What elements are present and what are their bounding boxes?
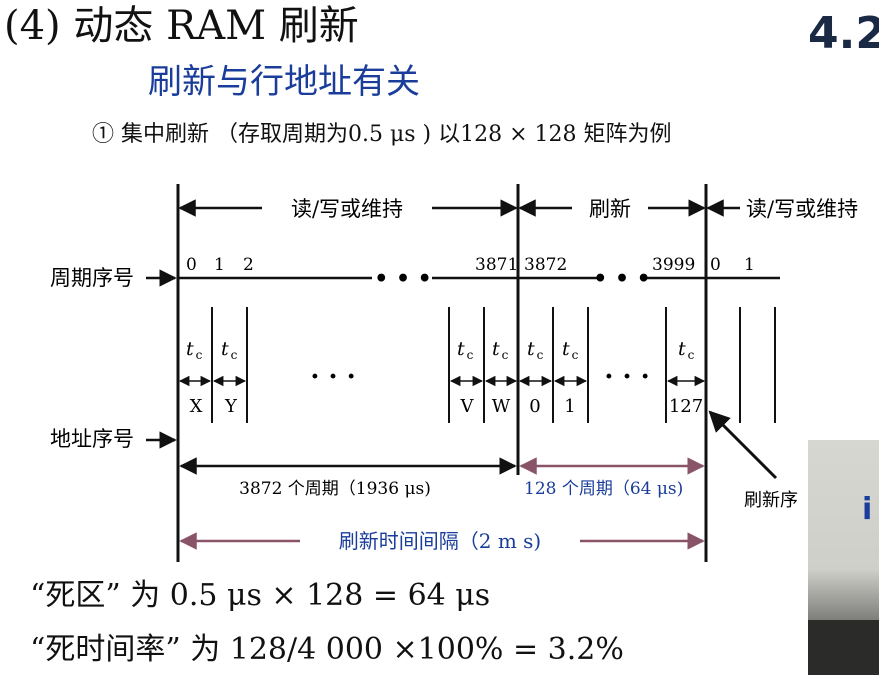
interval-label: 刷新时间间隔（2 m s) [339,529,541,553]
tc-ellipsis-2: · · · [604,362,649,392]
cycle-num: 3871 [475,255,518,275]
cycle-num: 2 [243,255,254,275]
video-dark-panel [808,620,879,675]
phase-read-write-2: 读/写或维持 [746,197,858,221]
cycle-ellipsis-2: • • • [593,266,651,292]
cycle-num: 1 [214,255,225,275]
slide-subtitle: 刷新与行地址有关 [148,62,420,102]
phase-read-write-1: 读/写或维持 [291,197,403,221]
cycle-num: 0 [186,255,197,275]
tc-ellipsis-1: · · · [310,362,355,392]
cycle-num: 0 [710,255,721,275]
refresh-seq-pointer [708,410,778,480]
slide-heading: (4) 动态 RAM 刷新 [4,3,359,49]
refresh-span-label: 128 个周期（64 μs) [524,479,683,499]
lecturer-video-thumbnail: i [808,440,879,675]
video-background-glyph: i [862,492,873,527]
row-label: Y [224,396,238,417]
cycle-num: 1 [744,255,755,275]
row-label: 0 [529,396,540,417]
cycle-num: 3999 [652,255,695,275]
row-label: 127 [669,396,703,417]
phase-refresh: 刷新 [589,197,631,221]
cycle-seq-label: 周期序号 [50,266,134,290]
cycle-ellipsis-1: • • • [374,266,432,292]
row-label: V [460,396,475,417]
addr-seq-label: 地址序号 [50,427,134,451]
dead-zone-formula: “死区” 为 0.5 μs × 128 = 64 μs [30,578,491,613]
example-description: ① 集中刷新 （存取周期为0.5 μs ) 以128 × 128 矩阵为例 [92,122,672,147]
dead-rate-formula: “死时间率” 为 128/4 000 ×100% = 3.2% [30,632,624,667]
row-label: W [492,396,511,417]
rw-span-label: 3872 个周期（1936 μs) [239,479,431,499]
cycle-num: 3872 [524,255,567,275]
row-label: 1 [564,396,575,417]
row-label: X [190,396,203,417]
section-number: 4.2 [808,8,879,59]
refresh-seq-label: 刷新序 [744,490,798,511]
